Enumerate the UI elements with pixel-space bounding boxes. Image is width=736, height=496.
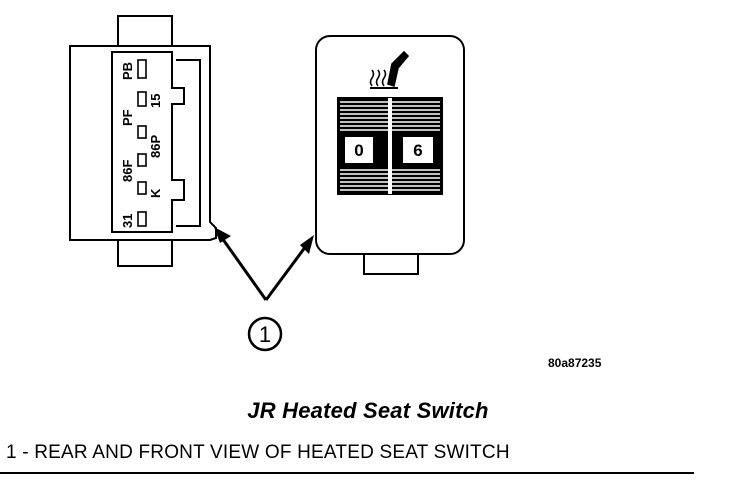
- pin-terminal: [137, 125, 147, 139]
- pin-label-86f: 86F: [120, 160, 135, 182]
- thumbwheel-window-right: [401, 135, 435, 165]
- pin-terminal: [137, 211, 147, 227]
- thumbwheel-window-left: [343, 135, 375, 165]
- callout-number: 1: [259, 322, 271, 347]
- thumbwheel-value-left: 0: [354, 141, 363, 160]
- rear-view: [69, 15, 217, 267]
- leader-line-front: [264, 245, 308, 301]
- pin-label-31: 31: [120, 214, 135, 228]
- pin-label-pb: PB: [120, 62, 135, 80]
- arrowhead-rear: [214, 227, 231, 243]
- heated-seat-icon: [369, 50, 410, 89]
- leader-line-rear: [220, 237, 268, 301]
- front-view: [315, 35, 465, 275]
- figure-caption: 1 - REAR AND FRONT VIEW OF HEATED SEAT S…: [6, 442, 510, 463]
- rear-inner-rail: [176, 59, 201, 227]
- pin-label-k: K: [148, 188, 163, 198]
- pin-terminal: [137, 91, 147, 107]
- pin-terminal: [137, 181, 147, 195]
- leader-arrows: [220, 237, 308, 301]
- rear-connector-frame: [111, 51, 185, 233]
- thumbwheel-ribs: [340, 101, 440, 191]
- rear-top-tab: [117, 15, 173, 47]
- callout-circle: [247, 316, 283, 352]
- figure-title: JR Heated Seat Switch: [247, 398, 489, 423]
- pin-terminals: [137, 59, 147, 227]
- pin-terminal: [137, 59, 147, 79]
- thumbwheel-value-right: 6: [413, 141, 422, 160]
- pin-label-15: 15: [148, 94, 163, 108]
- figure-reference: 80a87235: [548, 356, 602, 370]
- pin-labels: PB PF 86F 31 15 86P K: [120, 62, 163, 228]
- arrowhead-front: [300, 235, 314, 254]
- pin-label-86p: 86P: [148, 135, 163, 158]
- bottom-rule: [0, 472, 694, 474]
- pin-terminal: [137, 153, 147, 167]
- pin-label-pf: PF: [120, 109, 135, 126]
